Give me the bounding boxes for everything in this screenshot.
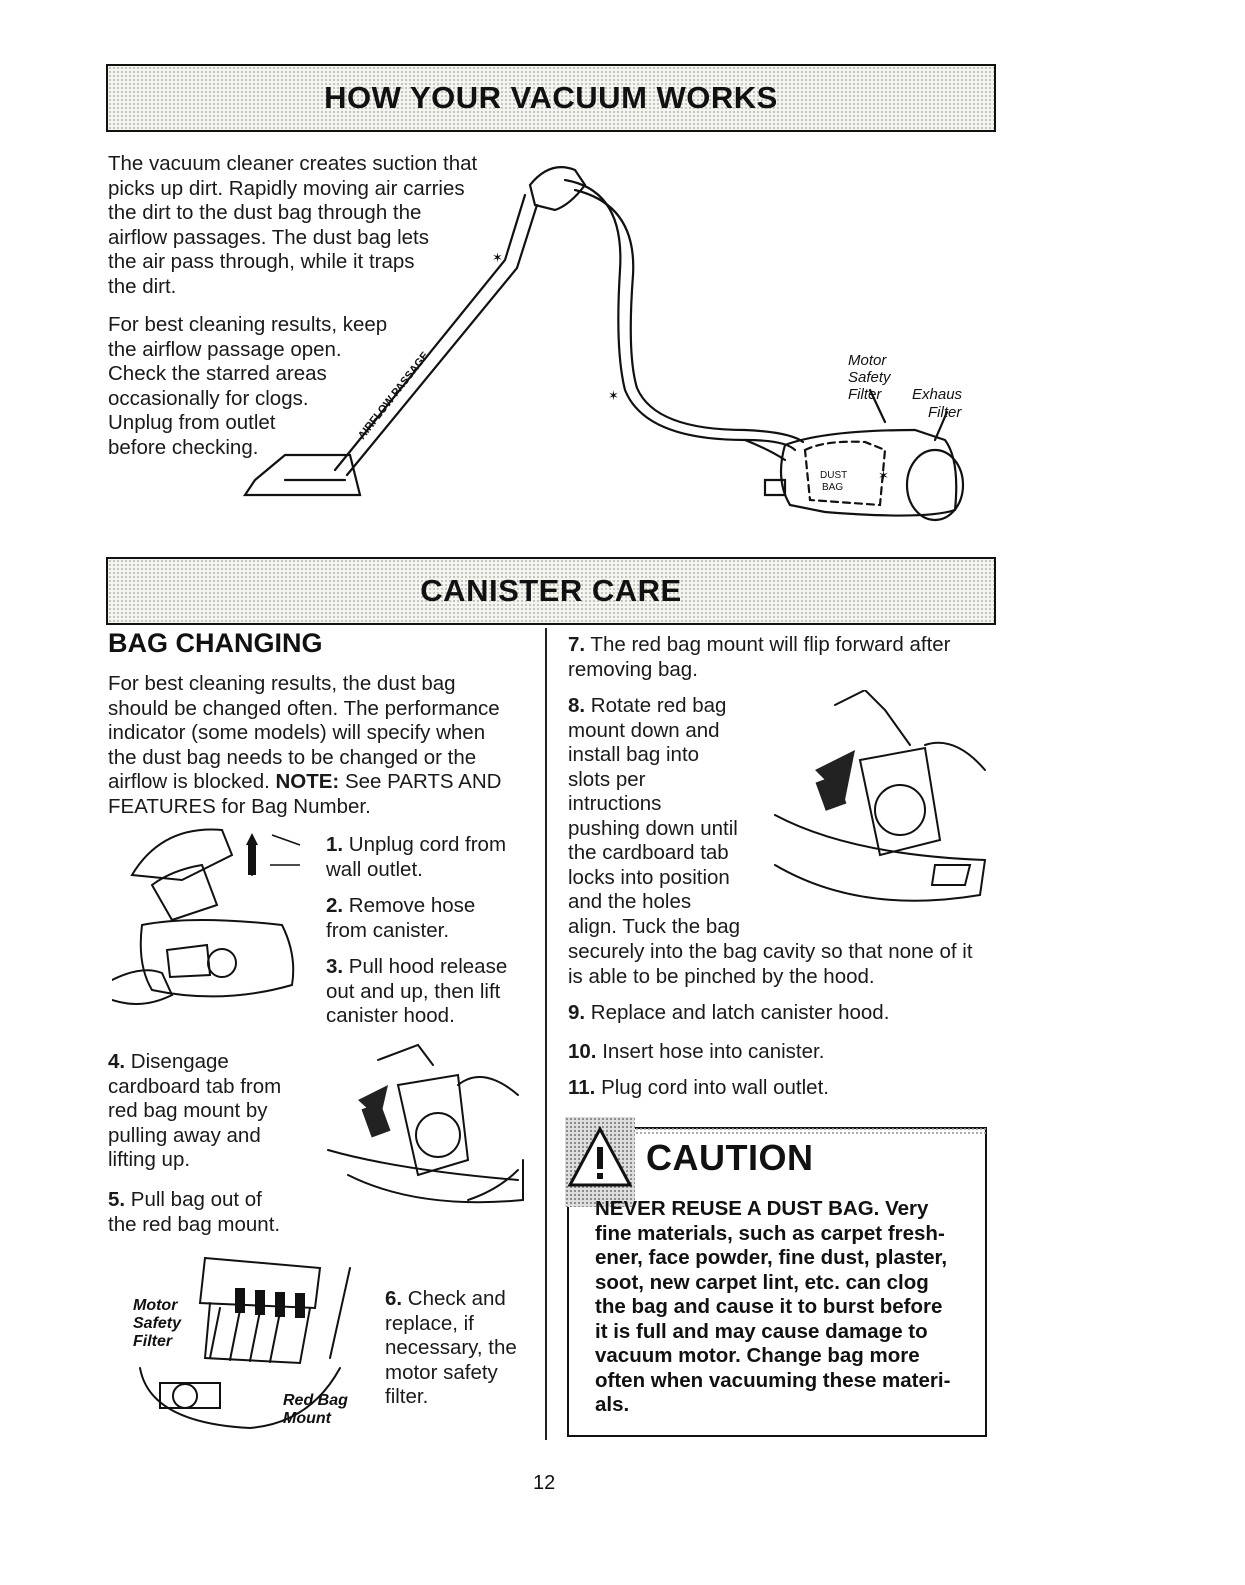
remove-bag-illustration — [327, 1043, 524, 1204]
bag-label: BAG — [822, 482, 844, 493]
motor-label: Motor — [133, 1297, 178, 1314]
filter-label: Filter — [133, 1333, 173, 1350]
step-4: 4. Disengage cardboard tab from red bag … — [108, 1050, 282, 1171]
intro-text-2: See PARTS AND FEATURES for Bag Number. — [108, 770, 502, 818]
how-paragraph-2: For best cleaning results, keep the airf… — [108, 313, 388, 459]
caution-box — [567, 1127, 987, 1437]
svg-text:✶: ✶ — [608, 389, 619, 404]
exhaust-label: Exhaus — [912, 386, 963, 403]
exhaust-filter-label: Filter — [928, 404, 962, 421]
bag-changing-intro: For best cleaning results, the dust bag … — [108, 672, 528, 819]
safety-label: Safety — [133, 1315, 182, 1332]
warning-triangle-icon — [567, 1125, 633, 1187]
red-bag-label: Red Bag — [283, 1392, 348, 1409]
step-10: 10. Insert hose into canister. — [568, 1040, 825, 1063]
section-title: HOW YOUR VACUUM WORKS — [324, 80, 778, 115]
section-title: CANISTER CARE — [420, 573, 682, 608]
step-11: 11. Plug cord into wall outlet. — [568, 1076, 829, 1099]
page-number: 12 — [533, 1472, 556, 1494]
step-2: 2. Remove hose from canister. — [326, 894, 476, 942]
step-5: 5. Pull bag out of the red bag mount. — [108, 1188, 281, 1236]
step-6: 6. Check and replace, if necessary, the … — [385, 1287, 517, 1408]
canister-hood-illustration — [112, 828, 301, 1005]
motor-label: Motor — [848, 352, 887, 369]
bag-changing-heading: BAG CHANGING — [108, 628, 323, 658]
warning-icon-bg — [565, 1117, 635, 1207]
caution-box-header — [567, 1127, 987, 1135]
svg-text:✶: ✶ — [492, 251, 503, 266]
motor-safety-filter-illustration — [139, 1256, 351, 1430]
caution-title: CAUTION — [646, 1137, 814, 1178]
install-bag-illustration — [774, 690, 986, 902]
airflow-passage-label: AIRFLOW PASSAGE — [356, 350, 432, 442]
note-label: NOTE: — [275, 770, 340, 793]
how-paragraph-1: The vacuum cleaner creates suction that … — [108, 152, 478, 298]
dust-label: DUST — [820, 470, 848, 481]
intro-text: For best cleaning results, the dust bag … — [108, 672, 500, 793]
safety-label: Safety — [848, 369, 891, 386]
step-3: 3. Pull hood release out and up, then li… — [326, 955, 508, 1027]
step-8: 8. Rotate red bag mount down and install… — [568, 694, 741, 938]
step-9: 9. Replace and latch canister hood. — [568, 1001, 890, 1024]
svg-text:✶: ✶ — [878, 469, 889, 484]
step-7: 7. The red bag mount will flip forward a… — [568, 633, 951, 681]
filter-label: Filter — [848, 386, 882, 403]
vacuum-airflow-illustration: AIRFLOW PASSAGE ✶ ✶ ✶ — [242, 166, 965, 522]
column-divider — [545, 628, 547, 1440]
step-8-continued: securely into the bag cavity so that non… — [568, 940, 973, 988]
section-banner-canister-care: CANISTER CARE — [106, 557, 996, 625]
section-banner-how-vacuum-works: HOW YOUR VACUUM WORKS — [106, 64, 996, 132]
step-1: 1. Unplug cord from wall outlet. — [326, 833, 507, 881]
mount-label: Mount — [283, 1410, 331, 1427]
caution-text: NEVER REUSE A DUST BAG. Very fine materi… — [595, 1197, 951, 1416]
